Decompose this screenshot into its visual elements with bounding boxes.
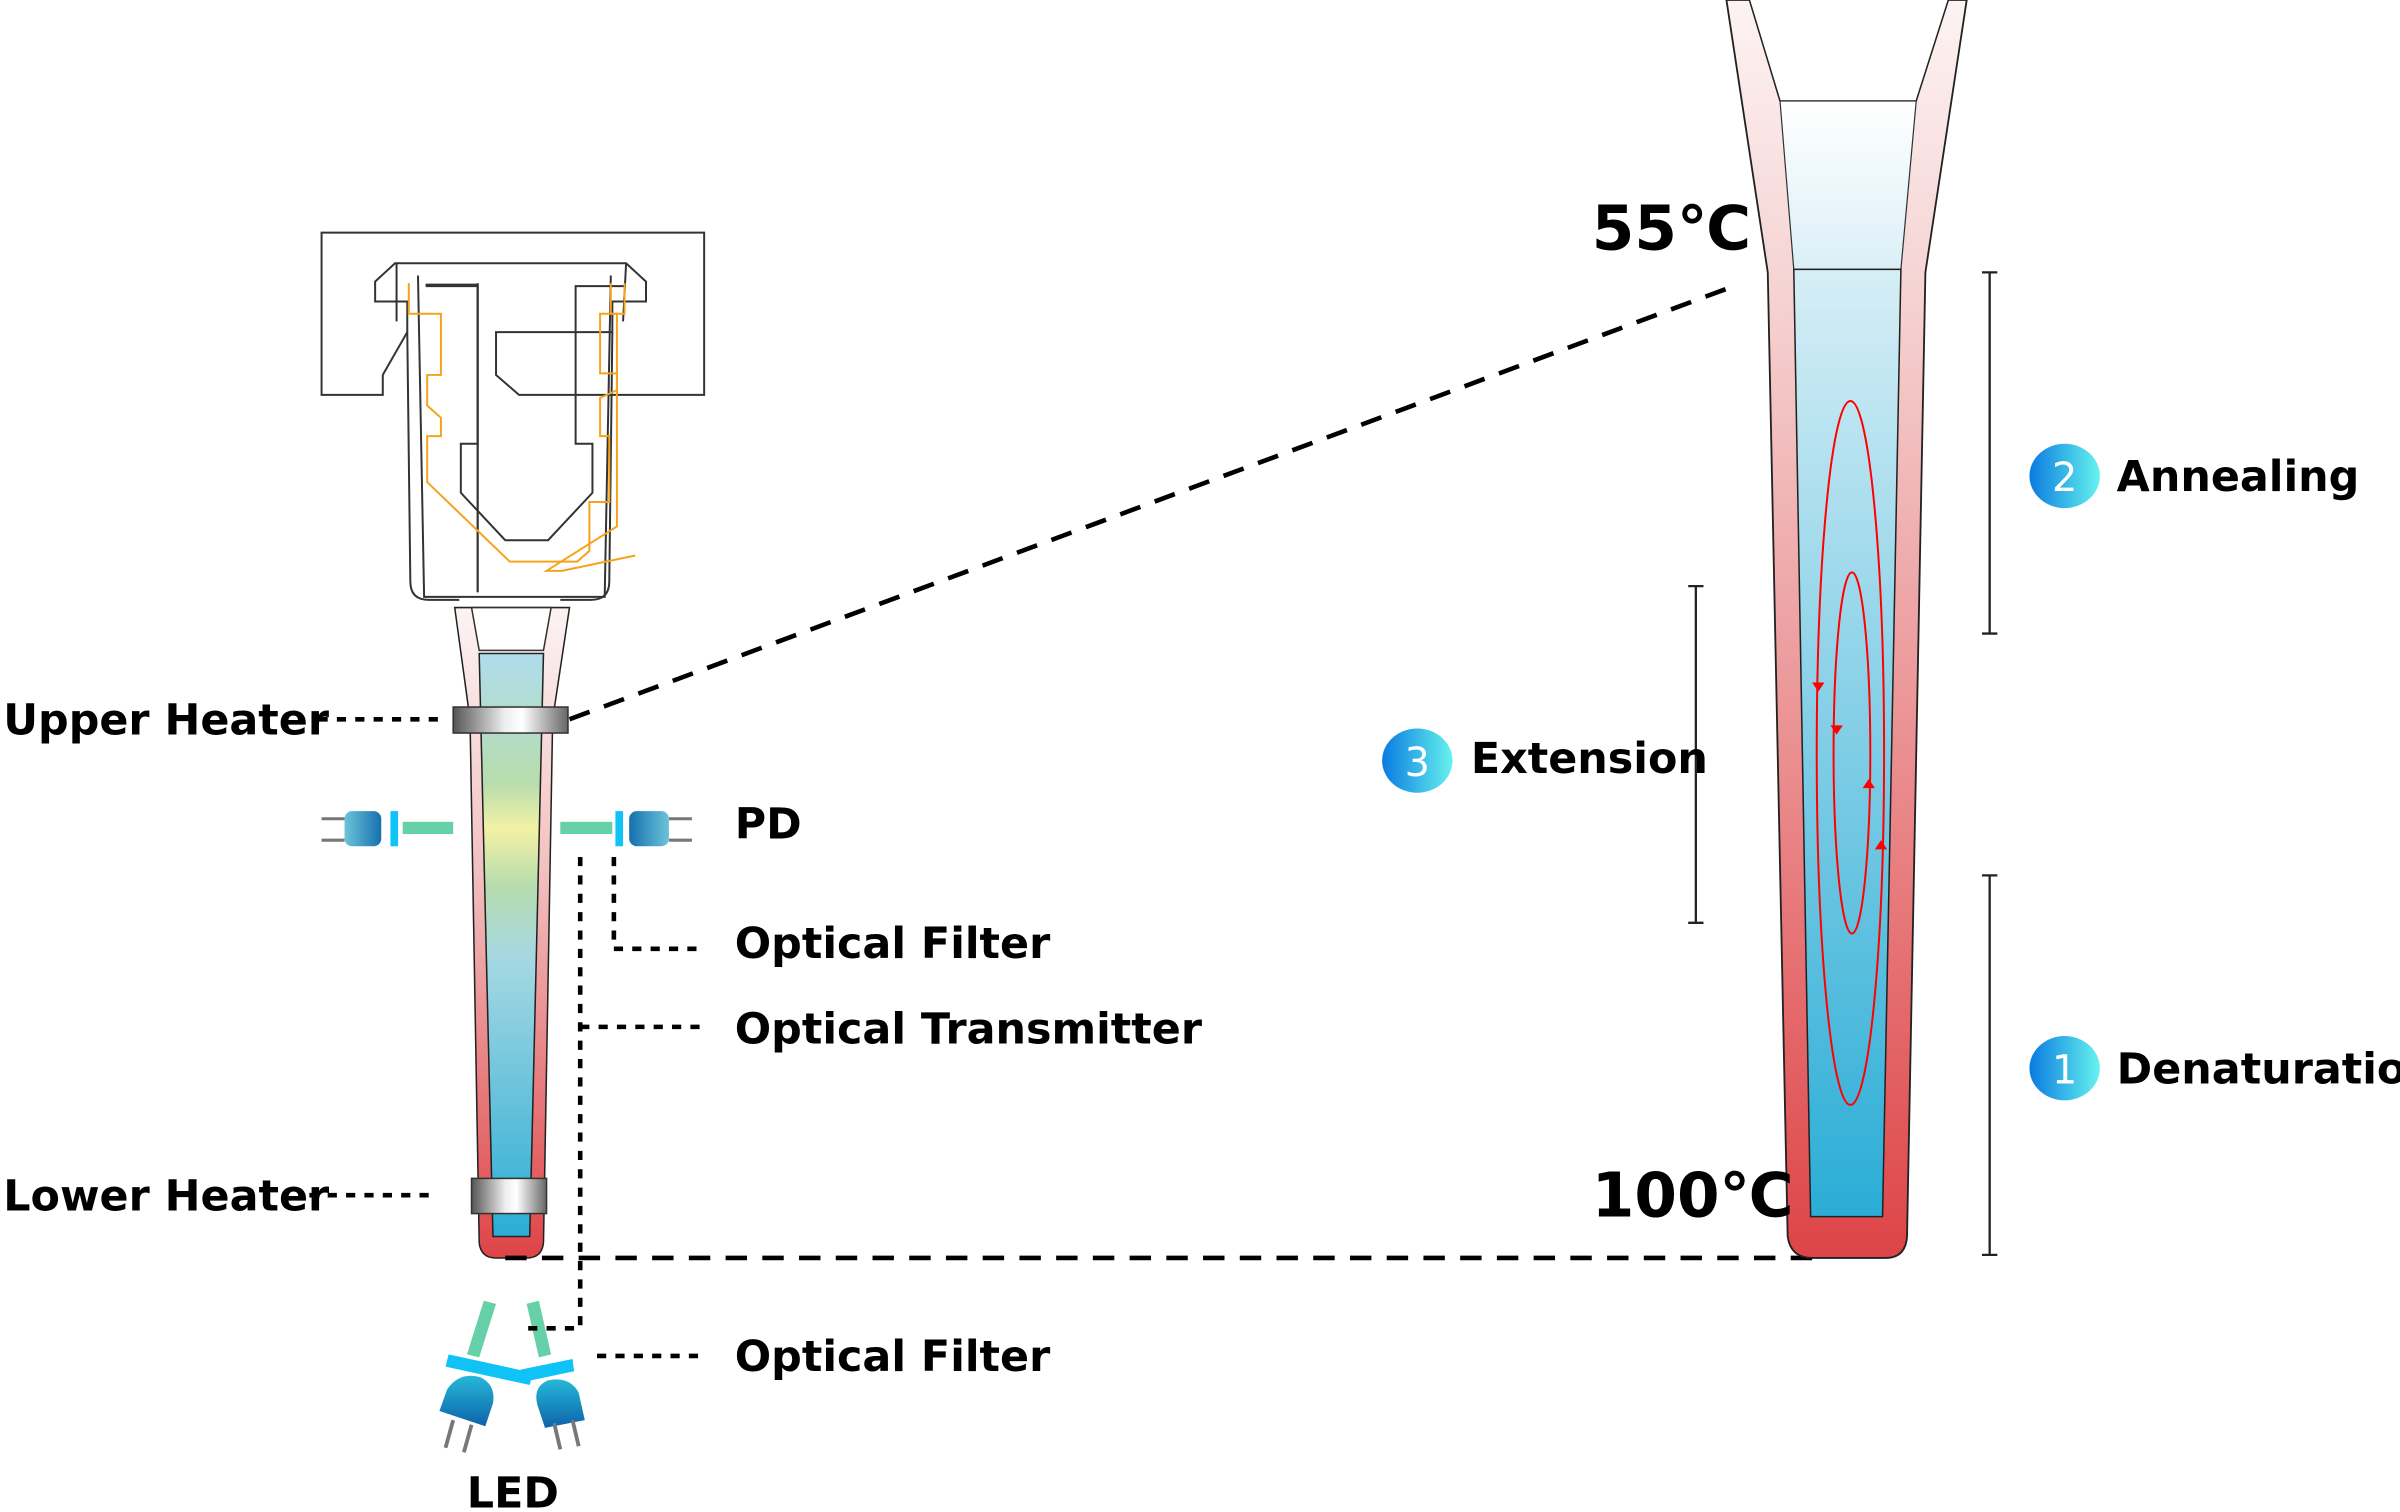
left-tube [452, 606, 571, 1259]
stage-name: Annealing [2117, 452, 2360, 502]
stage-badge [1382, 728, 1453, 793]
stage-badge [2029, 1036, 2100, 1101]
photodiode-right [560, 811, 692, 847]
upper-heater-ring [452, 706, 569, 734]
optical-filter-label-top: Optical Filter [735, 919, 1050, 969]
stage-name: Denaturation [2117, 1044, 2400, 1094]
flow-arrow-icon [1862, 778, 1875, 789]
transmitter-left [402, 821, 454, 835]
lower-heater-label: Lower Heater [3, 1172, 329, 1222]
optical-transmitter-label: Optical Transmitter [735, 1005, 1202, 1055]
stage-badge [2029, 443, 2100, 509]
transmitter-right [560, 821, 613, 835]
leader-lines [309, 285, 1822, 1359]
temperature-bottom: 100℃ [1592, 1161, 1794, 1232]
stage-annealing: 2 Annealing [2029, 443, 2360, 509]
stage-name: Extension [1471, 734, 1708, 784]
led-right [520, 1300, 585, 1450]
photodiode-left [321, 811, 454, 847]
temperature-top: 55℃ [1592, 193, 1751, 264]
lower-heater-ring [470, 1177, 548, 1215]
led-label: LED [467, 1468, 559, 1512]
flow-arrow-icon [1830, 725, 1843, 735]
stage-denaturation: 1 Denaturation [2029, 1036, 2400, 1101]
stage-number: 3 [1405, 740, 1430, 786]
convection-loop-outer [1815, 399, 1886, 1106]
flow-arrow-icon [1812, 682, 1825, 692]
cartridge-cap [320, 231, 706, 601]
pd-label: PD [735, 800, 802, 850]
flow-arrow-icon [1874, 840, 1888, 850]
optical-filter-label-bottom: Optical Filter [735, 1332, 1050, 1382]
pd-filter-right [615, 811, 624, 847]
stage-extension: 3 Extension [1382, 728, 1708, 793]
led-left [439, 1300, 533, 1453]
pd-filter-left [390, 811, 399, 847]
upper-heater-label: Upper Heater [3, 696, 329, 746]
stage-number: 2 [2052, 455, 2077, 501]
stage-number: 1 [2052, 1047, 2077, 1093]
enlarged-tube [1725, 0, 1968, 1259]
convection-loop-inner [1832, 571, 1872, 935]
stage-brackets [1688, 271, 1998, 1257]
